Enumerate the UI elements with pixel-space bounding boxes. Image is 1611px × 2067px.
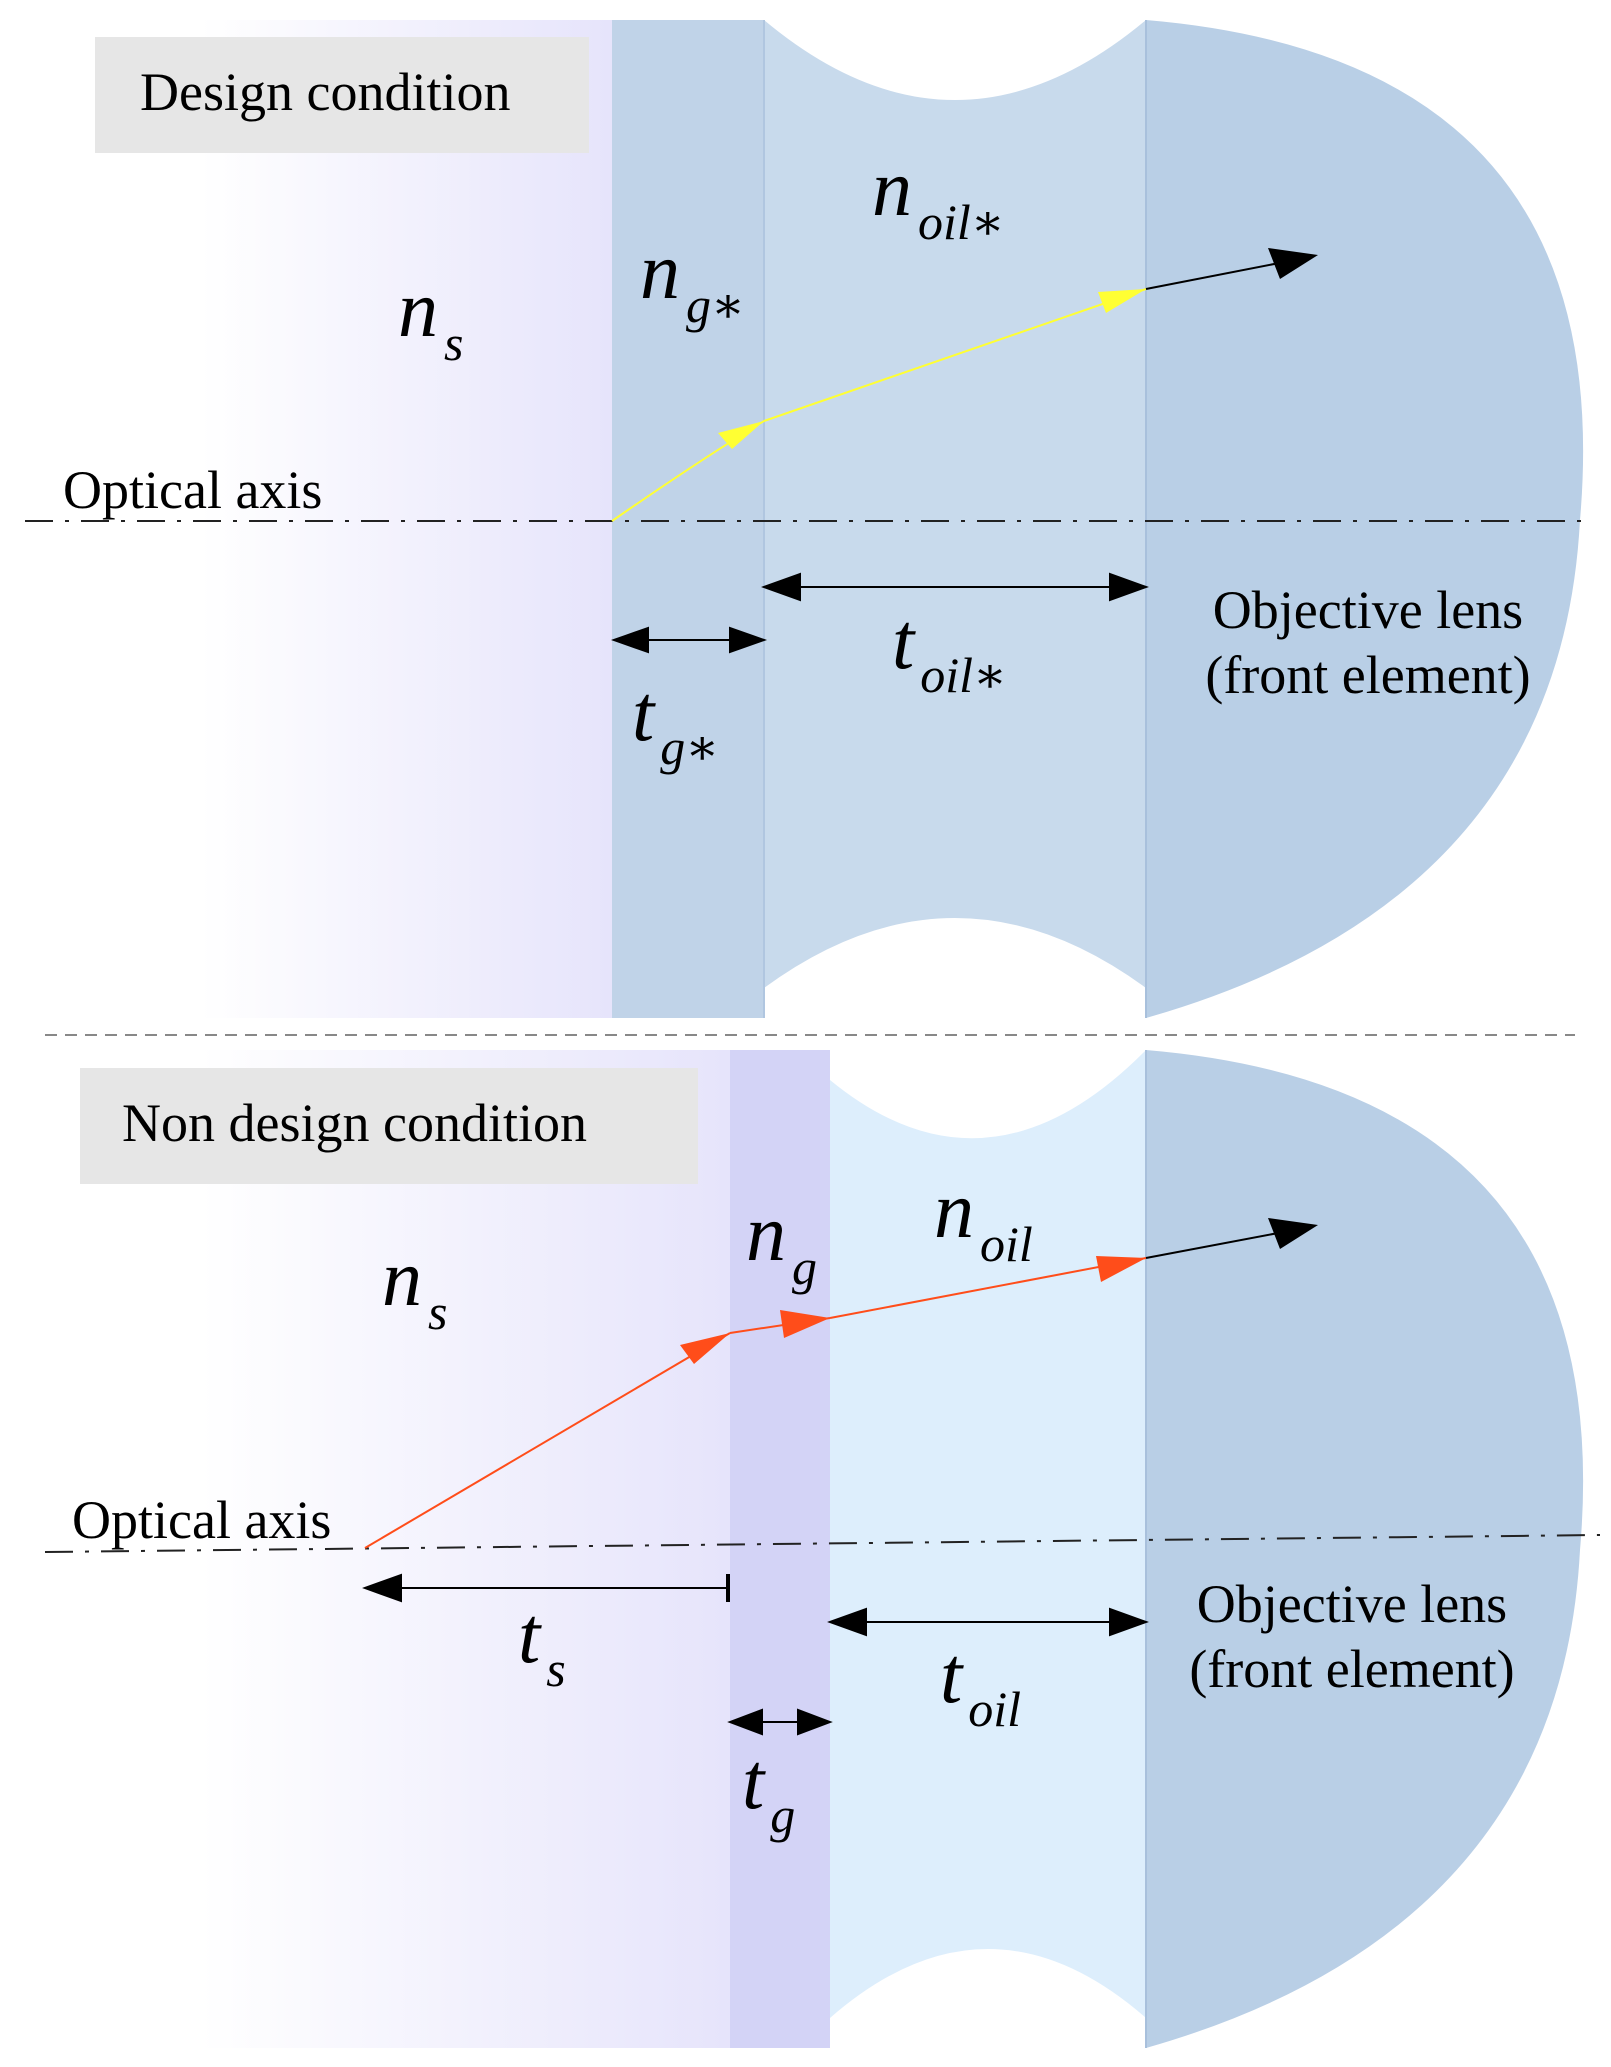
ray-arrowhead bbox=[1096, 1256, 1146, 1282]
ts-dimension-arrow bbox=[362, 1573, 730, 1603]
sample-region bbox=[200, 20, 612, 1018]
coverglass-region bbox=[730, 1050, 830, 2048]
title-box bbox=[80, 1068, 698, 1184]
ray-arrowhead bbox=[718, 421, 764, 449]
ray-arrowhead bbox=[1268, 1218, 1318, 1249]
objective-lens-element bbox=[1146, 1050, 1584, 2048]
non-design-condition-panel: Non design condition Optical axis bbox=[44, 1050, 1601, 2048]
lens-label-line2: (front element) bbox=[1189, 1639, 1514, 1699]
non-design-ray bbox=[364, 1218, 1318, 1549]
tg-dimension-arrow bbox=[727, 1708, 833, 1736]
ray-arrowhead bbox=[1098, 289, 1146, 313]
optical-axis-line bbox=[44, 1534, 1601, 1553]
lens-label-line2: (front element) bbox=[1205, 645, 1530, 705]
design-ray bbox=[611, 248, 1318, 522]
ray-arrowhead bbox=[680, 1333, 730, 1364]
panel-title: Design condition bbox=[140, 62, 510, 122]
title-box bbox=[95, 37, 589, 153]
tg-dimension-arrow bbox=[610, 626, 768, 654]
lens-label-line1: Objective lens bbox=[1197, 1574, 1507, 1634]
lens-label-line1: Objective lens bbox=[1213, 580, 1523, 640]
toil-dimension-arrow bbox=[761, 572, 1149, 602]
immersion-oil-region bbox=[764, 20, 1146, 988]
panel-title: Non design condition bbox=[122, 1093, 587, 1153]
ray-arrowhead bbox=[780, 1310, 830, 1338]
optical-axis-label: Optical axis bbox=[63, 460, 322, 520]
coverglass-region bbox=[612, 20, 764, 1018]
optical-axis-label: Optical axis bbox=[72, 1490, 331, 1550]
objective-lens-element bbox=[1146, 20, 1584, 1018]
toil-dimension-arrow bbox=[827, 1607, 1149, 1637]
ray-arrowhead bbox=[1268, 248, 1318, 279]
immersion-oil-region bbox=[830, 1050, 1146, 2018]
